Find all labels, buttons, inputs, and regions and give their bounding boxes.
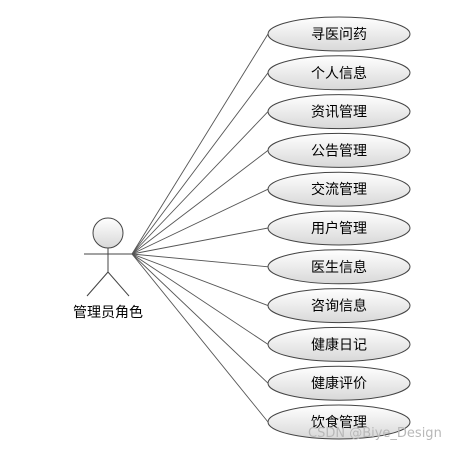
use-case-label: 个人信息 [311,65,367,82]
use-case-label: 公告管理 [311,143,367,159]
association-line [131,253,269,384]
use-case: 资讯管理 [267,94,411,130]
use-case-ellipse [267,171,411,207]
use-case: 健康评价 [267,365,411,401]
association-line [131,188,269,255]
use-case: 个人信息 [267,55,411,91]
association-line [131,227,269,255]
use-case-label: 饮食管理 [311,414,367,431]
association-line [131,253,269,423]
association-line [131,111,269,255]
use-case-ellipse [267,55,411,91]
actor-label: 管理员角色 [73,304,143,321]
association-line [131,253,269,345]
association-line [131,253,269,268]
actor-head [92,217,124,249]
association-line [131,150,269,255]
use-case: 饮食管理 [267,404,411,440]
use-case: 寻医问药 [267,16,411,52]
use-case-ellipse [267,249,411,285]
use-case-ellipse [267,365,411,401]
use-case-label: 咨询信息 [311,298,367,315]
actor-stick-figure [84,217,132,297]
use-case-ellipse [267,210,411,246]
association-line [131,33,269,255]
use-case-label: 交流管理 [311,181,367,198]
use-case-label: 用户管理 [311,220,367,237]
use-case: 咨询信息 [267,288,411,324]
use-case-label: 健康日记 [311,336,367,353]
use-case-label: 寻医问药 [311,27,367,43]
use-case-ellipse [267,404,411,440]
actor-left-leg [86,271,109,297]
use-case-ellipse [267,94,411,130]
actor-right-leg [107,271,130,297]
association-line [131,72,269,255]
use-case: 健康日记 [267,326,411,362]
watermark: CSDN @Biye_Design [308,426,442,441]
association-lines [131,33,269,423]
use-case-label: 医生信息 [311,259,367,276]
use-case: 公告管理 [267,132,411,168]
use-case-ellipse [267,326,411,362]
use-case: 医生信息 [267,249,411,285]
use-case-list: 寻医问药个人信息资讯管理公告管理交流管理用户管理医生信息咨询信息健康日记健康评价… [267,16,411,440]
use-case-ellipse [267,288,411,324]
use-case: 用户管理 [267,210,411,246]
use-case: 交流管理 [267,171,411,207]
use-case-ellipse [267,132,411,168]
use-case-label: 健康评价 [311,375,367,392]
association-line [131,253,269,307]
use-case-label: 资讯管理 [311,105,367,121]
use-case-ellipse [267,16,411,52]
